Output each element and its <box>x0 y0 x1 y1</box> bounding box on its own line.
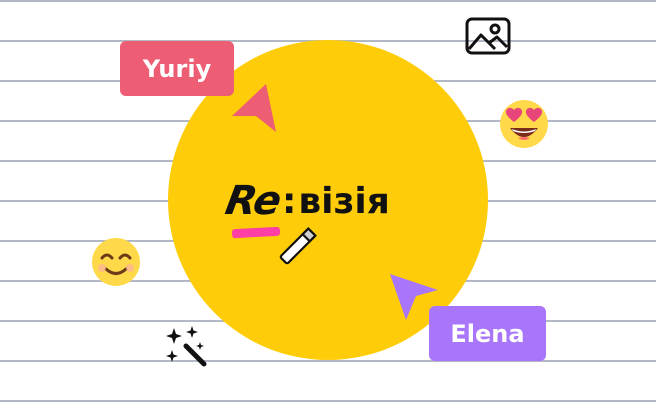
magic-wand-icon[interactable] <box>164 324 210 370</box>
collaborator-tag-elena: Elena <box>429 306 546 361</box>
marker-pen-icon[interactable] <box>274 224 320 270</box>
elena-cursor-icon <box>390 274 438 320</box>
collaborator-name: Yuriy <box>142 54 212 83</box>
logo-prefix: Re <box>221 178 284 224</box>
ruled-line <box>0 0 656 2</box>
logo-separator: : <box>281 180 297 222</box>
heart-eyes-emoji <box>500 100 548 148</box>
collaborator-tag-yuriy: Yuriy <box>120 41 234 96</box>
ruled-line <box>0 360 656 362</box>
ruled-line <box>0 400 656 402</box>
image-icon[interactable] <box>465 17 511 55</box>
yuriy-cursor-icon <box>232 84 276 132</box>
logo-suffix: візія <box>298 180 390 222</box>
collaborator-name: Elena <box>450 319 525 348</box>
smiling-emoji <box>92 238 140 286</box>
logo-wordmark: Re : візія <box>222 176 390 226</box>
